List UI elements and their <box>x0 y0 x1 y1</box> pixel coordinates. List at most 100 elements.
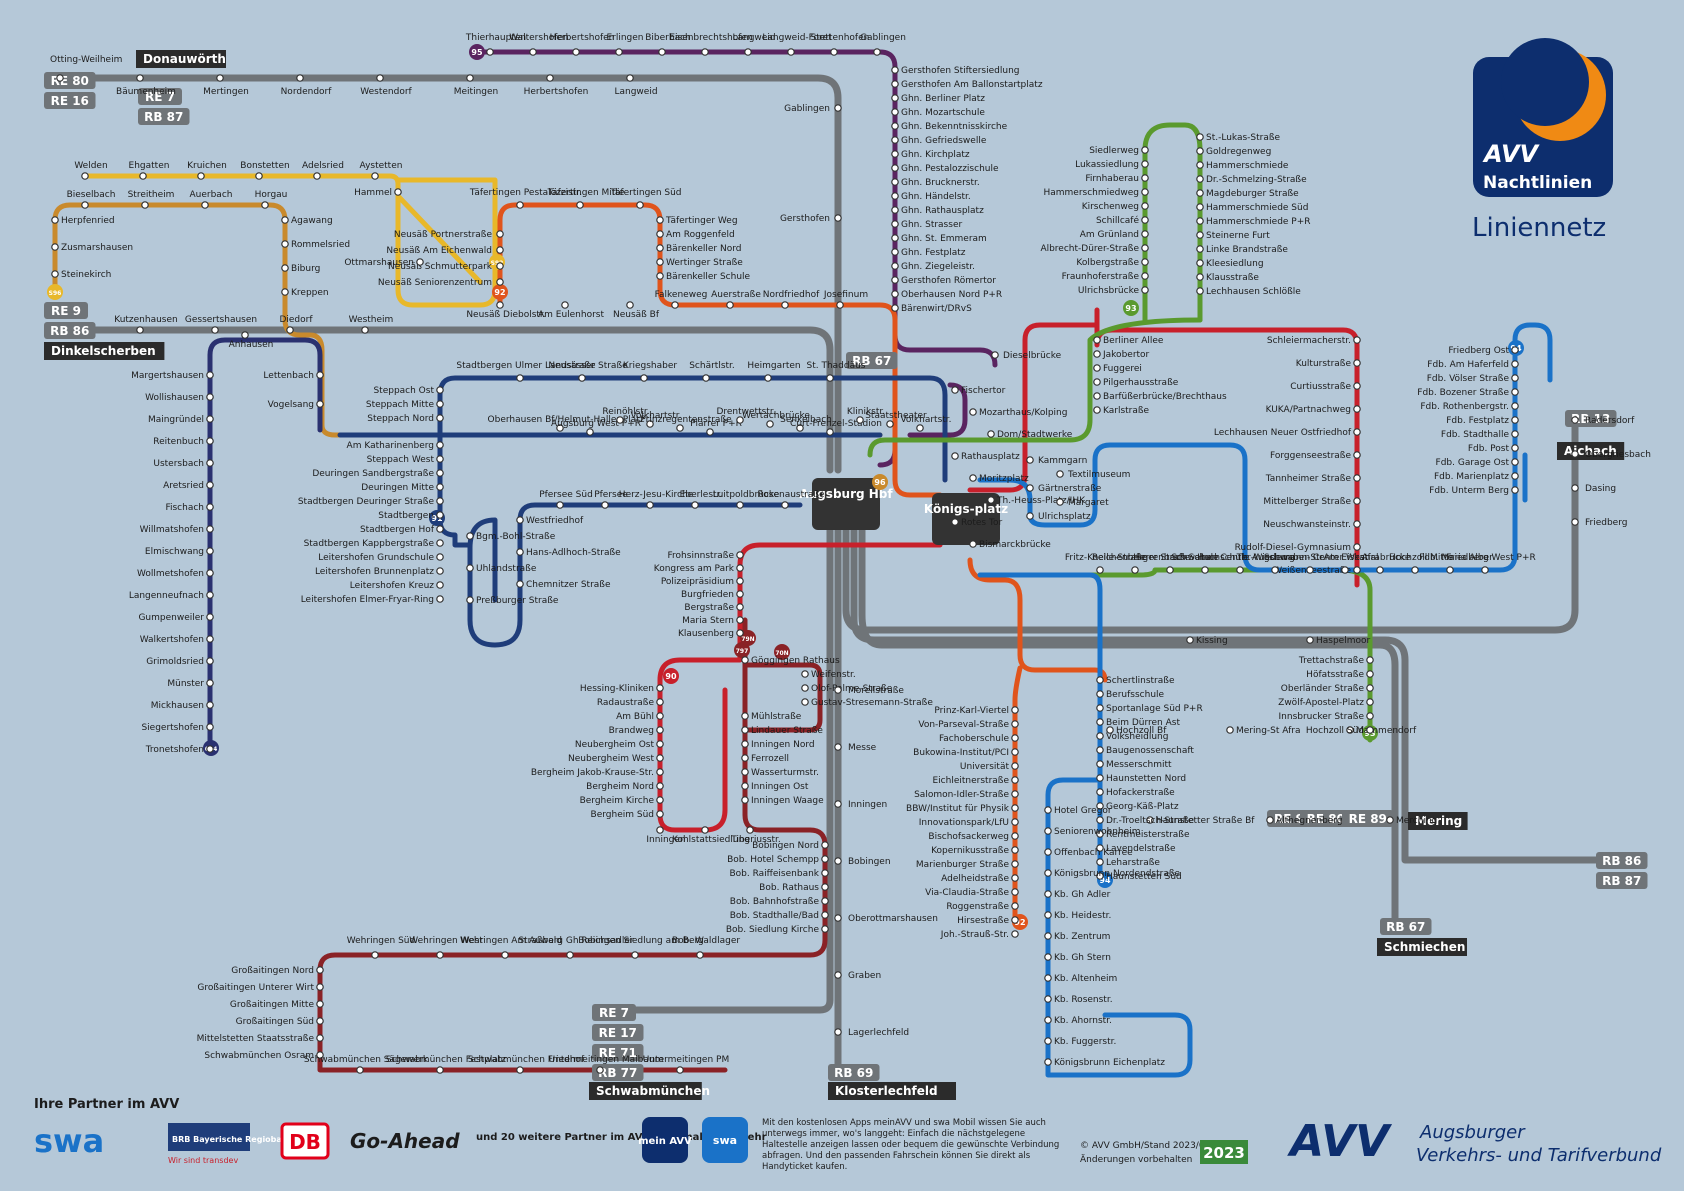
stop-marker[interactable] <box>1106 726 1114 734</box>
stop-marker[interactable] <box>466 564 474 572</box>
stop-marker[interactable] <box>821 911 829 919</box>
stop-marker[interactable] <box>1093 392 1101 400</box>
stop-marker[interactable] <box>891 290 899 298</box>
stop-marker[interactable] <box>1511 430 1519 438</box>
stop-marker[interactable] <box>1141 174 1149 182</box>
stop-marker[interactable] <box>656 796 664 804</box>
stop-marker[interactable] <box>1131 566 1139 574</box>
stop-marker[interactable] <box>566 951 574 959</box>
stop-marker[interactable] <box>736 590 744 598</box>
stop-marker[interactable] <box>206 459 214 467</box>
stop-marker[interactable] <box>891 80 899 88</box>
app-swa-icon[interactable] <box>702 1117 748 1163</box>
stop-marker[interactable] <box>787 48 795 56</box>
stop-marker[interactable] <box>987 496 995 504</box>
stop-marker[interactable] <box>676 424 684 432</box>
stop-marker[interactable] <box>656 258 664 266</box>
stop-marker[interactable] <box>1511 346 1519 354</box>
stop-marker[interactable] <box>572 48 580 56</box>
stop-marker[interactable] <box>371 172 379 180</box>
stop-marker[interactable] <box>891 178 899 186</box>
stop-marker[interactable] <box>1011 860 1019 868</box>
stop-marker[interactable] <box>51 270 59 278</box>
stop-marker[interactable] <box>691 501 699 509</box>
stop-marker[interactable] <box>206 679 214 687</box>
stop-marker[interactable] <box>1141 146 1149 154</box>
stop-marker[interactable] <box>656 698 664 706</box>
stop-marker[interactable] <box>1266 816 1274 824</box>
stop-marker[interactable] <box>81 172 89 180</box>
stop-marker[interactable] <box>1196 273 1204 281</box>
stop-marker[interactable] <box>546 74 554 82</box>
stop-marker[interactable] <box>656 230 664 238</box>
stop-marker[interactable] <box>1093 336 1101 344</box>
stop-marker[interactable] <box>834 800 842 808</box>
stop-marker[interactable] <box>281 264 289 272</box>
stop-marker[interactable] <box>206 723 214 731</box>
stop-marker[interactable] <box>821 869 829 877</box>
stop-marker[interactable] <box>1011 930 1019 938</box>
stop-marker[interactable] <box>741 782 749 790</box>
stop-marker[interactable] <box>529 48 537 56</box>
stop-marker[interactable] <box>1306 566 1314 574</box>
stop-marker[interactable] <box>1141 230 1149 238</box>
stop-marker[interactable] <box>1196 287 1204 295</box>
stop-marker[interactable] <box>916 424 924 432</box>
stop-marker[interactable] <box>1511 402 1519 410</box>
stop-marker[interactable] <box>656 272 664 280</box>
stop-marker[interactable] <box>646 420 654 428</box>
stop-marker[interactable] <box>1196 175 1204 183</box>
stop-marker[interactable] <box>951 452 959 460</box>
stop-marker[interactable] <box>658 48 666 56</box>
stop-marker[interactable] <box>1044 911 1052 919</box>
stop-marker[interactable] <box>136 326 144 334</box>
stop-marker[interactable] <box>736 577 744 585</box>
stop-marker[interactable] <box>736 551 744 559</box>
stop-marker[interactable] <box>891 136 899 144</box>
stop-marker[interactable] <box>1141 244 1149 252</box>
stop-marker[interactable] <box>361 326 369 334</box>
stop-marker[interactable] <box>1011 776 1019 784</box>
stop-marker[interactable] <box>1226 726 1234 734</box>
stop-marker[interactable] <box>830 48 838 56</box>
stop-marker[interactable] <box>891 206 899 214</box>
stop-marker[interactable] <box>821 841 829 849</box>
stop-marker[interactable] <box>436 539 444 547</box>
stop-marker[interactable] <box>1044 1058 1052 1066</box>
stop-marker[interactable] <box>656 754 664 762</box>
hub-koenigsplatz[interactable] <box>932 493 1000 545</box>
stop-marker[interactable] <box>1141 188 1149 196</box>
stop-marker[interactable] <box>656 244 664 252</box>
stop-marker[interactable] <box>436 511 444 519</box>
stop-marker[interactable] <box>206 635 214 643</box>
stop-marker[interactable] <box>701 826 709 834</box>
stop-marker[interactable] <box>736 616 744 624</box>
stop-marker[interactable] <box>1096 566 1104 574</box>
stop-marker[interactable] <box>736 564 744 572</box>
stop-marker[interactable] <box>316 966 324 974</box>
stop-marker[interactable] <box>1511 360 1519 368</box>
stop-marker[interactable] <box>216 74 224 82</box>
stop-marker[interactable] <box>261 201 269 209</box>
stop-marker[interactable] <box>1096 788 1104 796</box>
stop-marker[interactable] <box>516 201 524 209</box>
stop-marker[interactable] <box>1096 774 1104 782</box>
stop-marker[interactable] <box>516 374 524 382</box>
stop-marker[interactable] <box>987 430 995 438</box>
stop-marker[interactable] <box>516 1066 524 1074</box>
stop-marker[interactable] <box>701 48 709 56</box>
stop-marker[interactable] <box>1571 484 1579 492</box>
stop-marker[interactable] <box>1511 388 1519 396</box>
stop-marker[interactable] <box>891 262 899 270</box>
stop-marker[interactable] <box>206 547 214 555</box>
stop-marker[interactable] <box>206 415 214 423</box>
app-meinavv-icon[interactable] <box>642 1117 688 1163</box>
stop-marker[interactable] <box>316 400 324 408</box>
stop-marker[interactable] <box>1346 726 1354 734</box>
stop-marker[interactable] <box>1196 231 1204 239</box>
stop-marker[interactable] <box>626 74 634 82</box>
stop-marker[interactable] <box>416 258 424 266</box>
stop-marker[interactable] <box>1096 676 1104 684</box>
hub-hbf[interactable] <box>812 478 880 530</box>
stop-marker[interactable] <box>1196 133 1204 141</box>
